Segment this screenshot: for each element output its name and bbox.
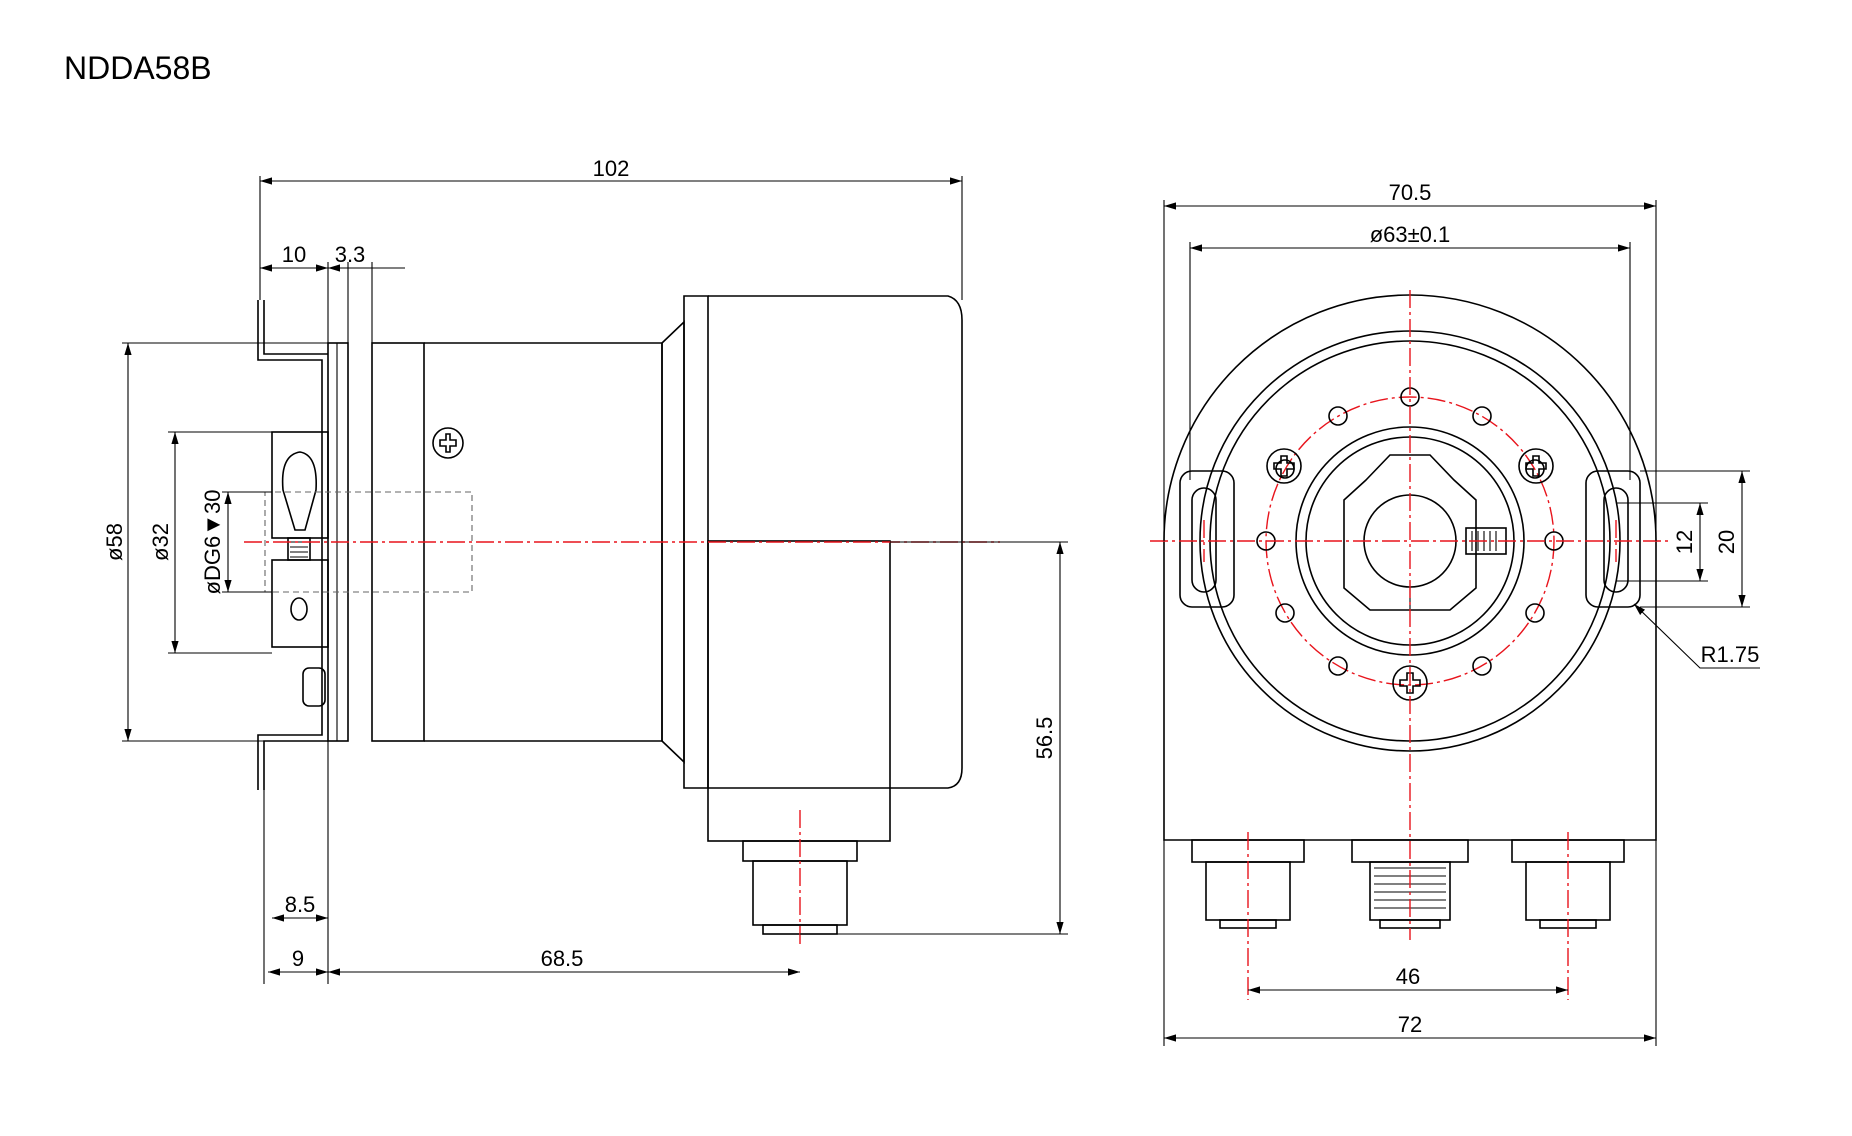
drawing-title: NDDA58B <box>64 50 212 86</box>
screw-icon <box>432 427 464 459</box>
dim-d32: ø32 <box>148 523 173 561</box>
left-mounting-lug <box>1179 470 1235 608</box>
shaft-clamp-front <box>1343 454 1477 611</box>
front-housing <box>1163 294 1657 841</box>
dim-3-3: 3.3 <box>335 242 366 267</box>
front-view <box>1150 290 1670 1000</box>
dim-9: 9 <box>292 946 304 971</box>
dim-68-5: 68.5 <box>541 946 584 971</box>
dim-8-5: 8.5 <box>285 892 316 917</box>
mounting-bracket <box>257 300 323 790</box>
dim-d63: ø63±0.1 <box>1370 222 1451 247</box>
dim-10: 10 <box>282 242 306 267</box>
dim-dg6: øDG6▼30 <box>200 490 225 595</box>
shaft-clamp-bottom <box>271 559 329 648</box>
hidden-bore <box>264 491 473 593</box>
front-connectors <box>1191 839 1625 929</box>
dim-102: 102 <box>593 156 630 181</box>
connector-box <box>707 540 891 842</box>
dim-72: 72 <box>1398 1012 1422 1037</box>
side-view <box>244 295 1000 944</box>
set-screw <box>287 537 311 561</box>
dim-46: 46 <box>1396 964 1420 989</box>
shaft-clamp-top <box>271 431 329 539</box>
dim-12: 12 <box>1672 530 1697 554</box>
dim-56-5: 56.5 <box>1032 717 1057 760</box>
dim-d58: ø58 <box>102 523 127 561</box>
front-view-dimensions: 70.5 ø63±0.1 12 20 R1.75 46 72 <box>1163 180 1760 1046</box>
dim-70-5: 70.5 <box>1389 180 1432 205</box>
dim-r1-75: R1.75 <box>1701 642 1760 667</box>
right-mounting-lug <box>1585 470 1641 608</box>
side-view-dimensions: 102 10 3.3 ø58 ø32 øDG6▼30 56.5 8.5 <box>102 156 1068 984</box>
dim-20: 20 <box>1714 530 1739 554</box>
front-screw-icons <box>1266 448 1554 701</box>
